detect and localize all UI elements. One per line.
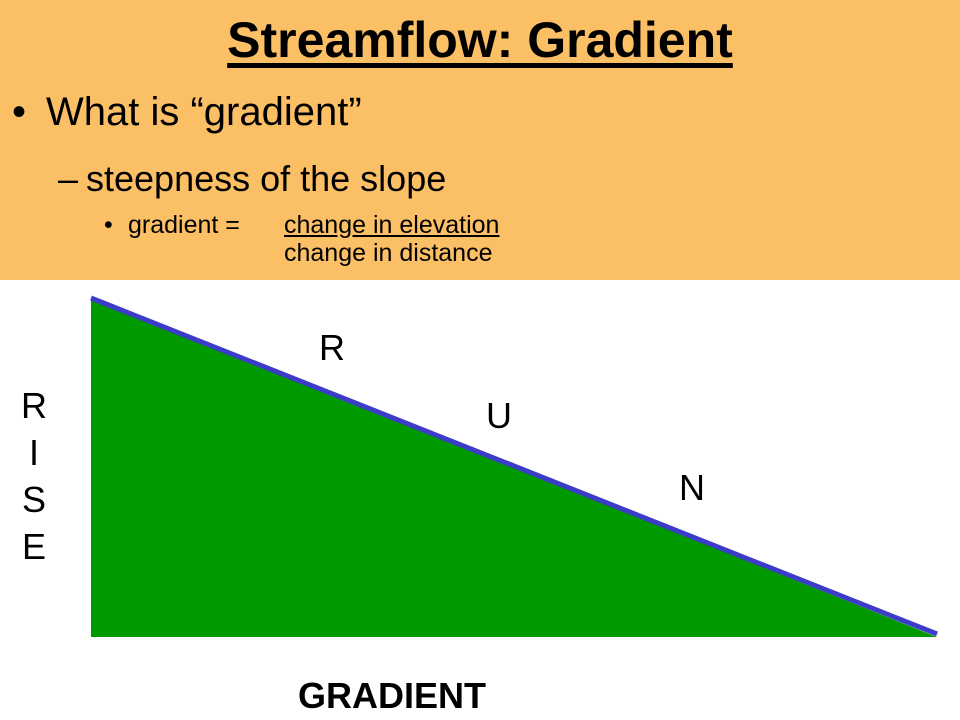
header-band xyxy=(0,0,960,280)
bullet-1-text: What is “gradient” xyxy=(46,90,362,134)
formula-lead: gradient = xyxy=(128,211,240,239)
sub-sub-bullet-formula: • gradient = xyxy=(104,211,240,240)
bullet-dot: • xyxy=(12,90,27,134)
bullet-dash: – xyxy=(58,158,79,199)
fraction-numerator: change in elevation xyxy=(284,211,500,239)
run-label: R U N xyxy=(319,327,705,508)
bullet-what-is-gradient: • What is “gradient” xyxy=(12,90,362,135)
rise-letter: R xyxy=(21,385,47,426)
gradient-fraction: change in elevation change in distance xyxy=(284,211,500,267)
slope-hypotenuse-line xyxy=(90,295,938,637)
rise-letter: I xyxy=(29,432,39,473)
run-letter: R xyxy=(319,327,345,368)
slide-title: Streamflow: Gradient xyxy=(227,12,733,68)
rise-letter: S xyxy=(22,479,46,520)
sub-bullet-steepness: –steepness of the slope xyxy=(58,158,446,200)
gradient-base-label: GRADIENT xyxy=(298,675,486,716)
run-letter: U xyxy=(486,395,512,436)
rise-label: R I S E xyxy=(21,385,47,567)
run-letter: N xyxy=(679,467,705,508)
bullet-2-text: steepness of the slope xyxy=(86,158,447,199)
fraction-denominator: change in distance xyxy=(284,238,493,267)
rise-letter: E xyxy=(22,526,46,567)
bullet-dot-small: • xyxy=(104,211,113,239)
